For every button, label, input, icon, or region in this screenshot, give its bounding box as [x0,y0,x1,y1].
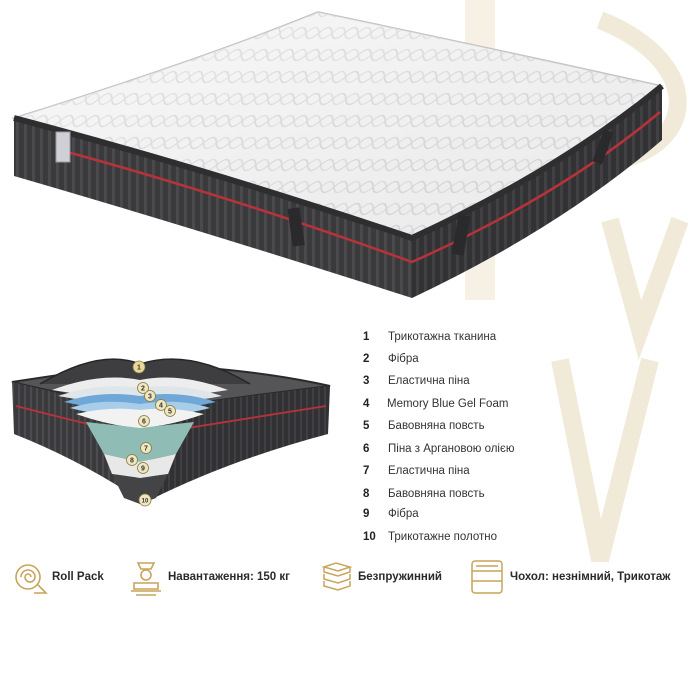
feature-load: Навантаження: 150 кг [128,555,290,599]
svg-text:8: 8 [130,458,134,465]
svg-text:3: 3 [148,394,152,401]
weight-icon [131,562,161,596]
layer-number: 10 [363,531,376,543]
layer-name: Бавовняна повсть [388,420,485,432]
cutaway-marker-4: 4 [155,399,167,411]
layer-number: 8 [363,488,370,500]
cover-icon [471,560,503,594]
layer-number: 7 [363,465,370,477]
layer-item: 6 Піна з Аргановою олією [360,439,690,459]
cutaway-marker-9: 9 [137,462,149,474]
layer-name: Фібра [388,353,419,365]
layer-name: Еластична піна [388,465,470,477]
layer-item: 4 Memory Blue Gel Foam [360,394,690,414]
layer-item: 10 Трикотажне полотно [360,527,690,547]
cutaway-marker-2: 2 [137,382,149,394]
layer-name: Фібра [388,508,419,520]
layer-number: 3 [363,375,370,387]
feature-label: Безпружинний [358,571,442,583]
cutaway-marker-8: 8 [126,454,138,466]
layer-number: 6 [363,443,370,455]
layer-name: Бавовняна повсть [388,488,485,500]
feature-roll-pack: Roll Pack [12,555,104,599]
layer-number: 1 [363,331,370,343]
svg-text:6: 6 [142,419,146,426]
layer-item: 7 Еластична піна [360,461,690,481]
cutaway-marker-10: 10 [138,493,152,507]
cutaway-marker-3: 3 [144,390,156,402]
svg-text:4: 4 [159,403,163,410]
feature-label: Навантаження: 150 кг [168,571,290,583]
layer-name: Піна з Аргановою олією [388,443,515,455]
roll-pack-icon [15,564,48,594]
feature-label: Чохол: незнімний, Трикотаж [510,571,671,583]
layer-item: 2 Фібра [360,349,690,369]
feature-springless: Безпружинний [318,555,442,599]
layer-number: 5 [363,420,370,432]
svg-text:2: 2 [141,386,145,393]
mattress-hero-image [11,11,664,298]
layer-number: 2 [363,353,370,365]
feature-label: Roll Pack [52,571,104,583]
layer-number: 4 [363,398,370,410]
cutaway-marker-7: 7 [140,442,152,454]
layer-name: Трикотажне полотно [388,531,498,543]
svg-text:1: 1 [137,365,141,372]
mattress-cutaway-image: 1 2 3 4 5 6 7 8 9 10 [11,358,331,507]
feature-bar: Roll Pack Навантаження: 150 кг Безпружин… [0,555,696,603]
svg-text:10: 10 [142,499,149,505]
layer-name: Трикотажна тканина [388,331,497,343]
cutaway-marker-6: 6 [138,415,150,427]
layer-item: 9 Фібра [360,504,690,524]
layer-item: 1 Трикотажна тканина [360,327,690,347]
svg-text:9: 9 [141,466,145,473]
layer-name: Еластична піна [388,375,470,387]
layer-item: 3 Еластична піна [360,371,690,391]
layer-item: 5 Бавовняна повсть [360,416,690,436]
layer-number: 9 [363,508,370,520]
layer-name: Memory Blue Gel Foam [387,398,509,410]
springless-icon [321,562,353,591]
cutaway-marker-5: 5 [164,405,176,417]
cutaway-marker-1: 1 [132,360,146,374]
layer-item: 8 Бавовняна повсть [360,484,690,504]
feature-cover: Чохол: незнімний, Трикотаж [468,555,670,599]
svg-text:5: 5 [168,409,172,416]
svg-text:7: 7 [144,446,148,453]
